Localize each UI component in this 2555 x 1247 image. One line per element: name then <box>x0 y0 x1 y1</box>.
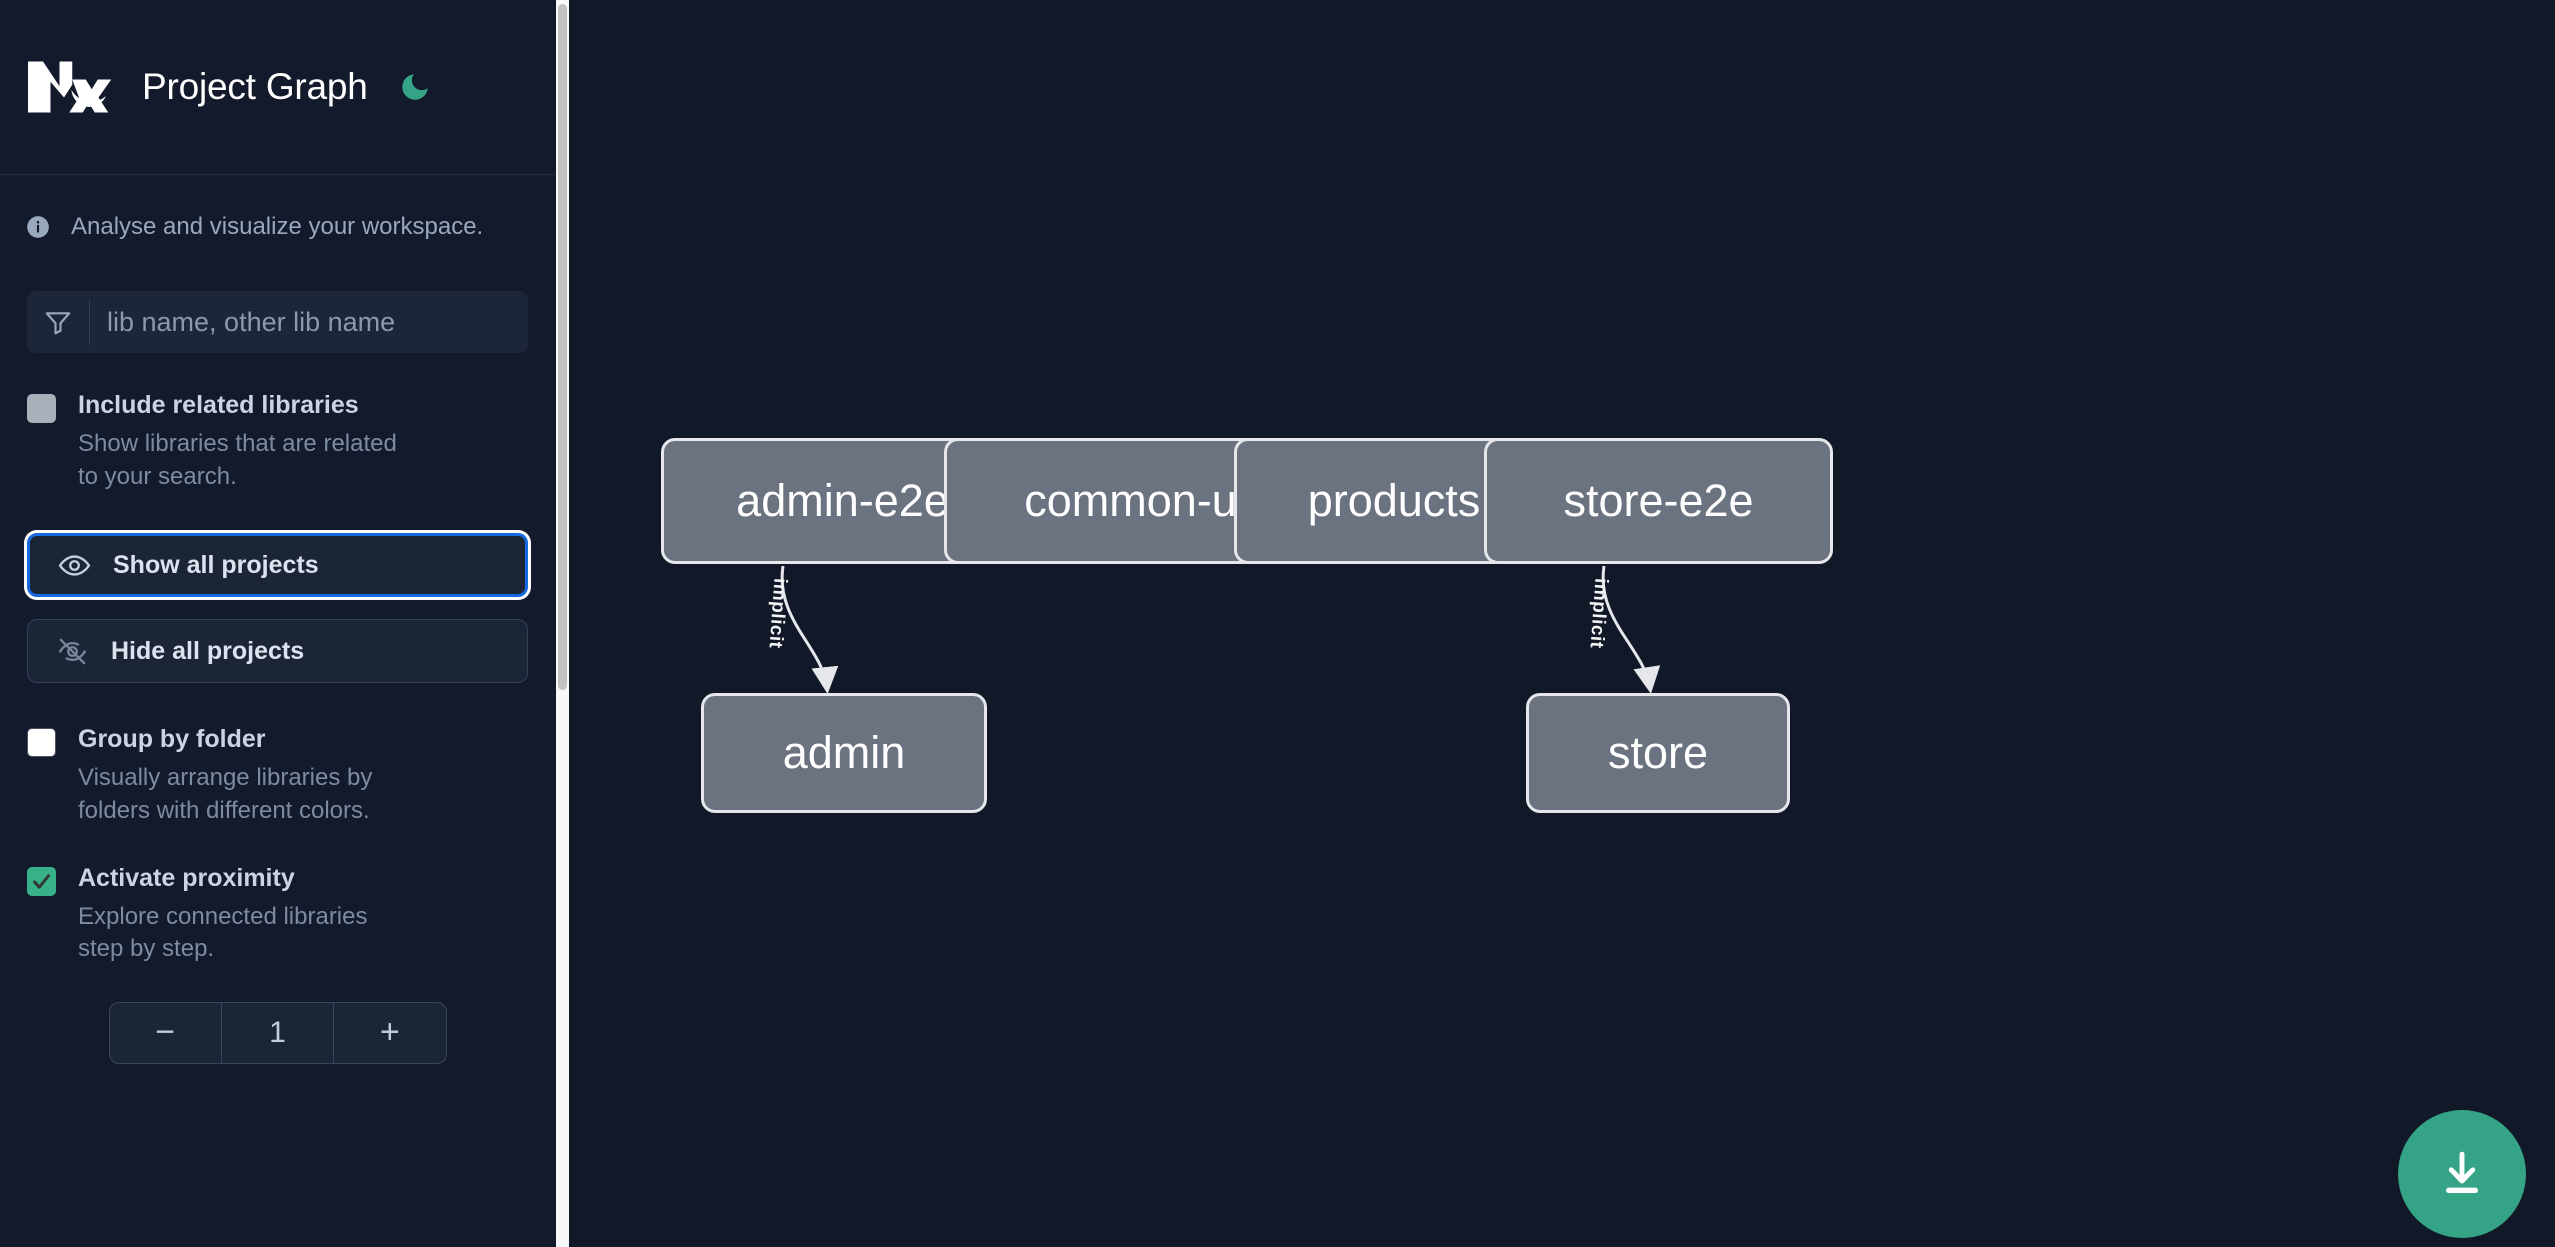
sidebar-scrollbar-thumb[interactable] <box>558 4 567 690</box>
download-graph-button[interactable] <box>2398 1110 2526 1238</box>
filter-divider <box>89 299 90 345</box>
proximity-decrement-button[interactable]: − <box>155 1013 176 1052</box>
show-all-projects-button[interactable]: Show all projects <box>27 533 528 598</box>
option-activate-proximity: Activate proximity Explore connected lib… <box>0 864 555 966</box>
graph-canvas[interactable]: admin-e2e common-ui products store-e2e a… <box>569 0 2555 1247</box>
sidebar: Project Graph Analyse and visualize your… <box>0 0 555 1247</box>
show-all-projects-label: Show all projects <box>113 550 319 579</box>
edge-store-e2e-to-store <box>1601 565 1661 694</box>
node-label: admin-e2e <box>736 475 949 526</box>
checkbox-include-related-libraries[interactable] <box>27 394 56 423</box>
graph-edges <box>780 565 1661 694</box>
option-label: Activate proximity <box>78 863 295 892</box>
node-label: products <box>1307 475 1481 526</box>
option-header[interactable]: Activate proximity <box>27 864 528 896</box>
node-label: store-e2e <box>1563 475 1754 526</box>
filter-bar[interactable] <box>27 291 528 353</box>
proximity-increment-button[interactable]: + <box>379 1013 400 1052</box>
checkbox-group-by-folder[interactable] <box>27 728 56 758</box>
option-description: Visually arrange libraries by folders wi… <box>78 764 373 824</box>
nx-logo <box>28 61 112 113</box>
proximity-stepper: − 1 + <box>108 1001 447 1064</box>
checkbox-activate-proximity[interactable] <box>27 866 56 896</box>
option-label: Group by folder <box>78 725 266 754</box>
option-group-by-folder: Group by folder Visually arrange librari… <box>0 725 555 827</box>
graph-node-admin[interactable]: admin <box>701 693 987 813</box>
check-icon <box>33 873 50 889</box>
option-include-related-libraries: Include related libraries Show libraries… <box>0 391 555 493</box>
moon-icon[interactable] <box>398 70 432 104</box>
graph-node-store[interactable]: store <box>1526 693 1790 813</box>
option-header[interactable]: Group by folder <box>27 725 528 758</box>
node-label: store <box>1607 727 1709 778</box>
download-icon <box>2446 1151 2478 1194</box>
filter-funnel-icon <box>45 312 71 335</box>
edge-admin-e2e-to-admin <box>780 565 839 694</box>
node-label: admin <box>782 727 906 778</box>
eye-icon <box>58 555 91 576</box>
hide-all-projects-button[interactable]: Hide all projects <box>27 619 528 684</box>
hide-all-projects-label: Hide all projects <box>111 636 305 665</box>
info-text: Analyse and visualize your workspace. <box>71 213 484 240</box>
node-label: common-ui <box>1024 475 1247 526</box>
info-row: Analyse and visualize your workspace. <box>0 175 555 241</box>
info-icon <box>27 216 49 238</box>
option-description: Show libraries that are related to your … <box>78 430 397 490</box>
proximity-value: 1 <box>220 1002 335 1063</box>
option-label: Include related libraries <box>78 391 359 419</box>
search-input[interactable] <box>90 291 528 353</box>
sidebar-header: Project Graph <box>0 0 555 175</box>
graph-node-store-e2e[interactable]: store-e2e <box>1484 438 1833 564</box>
option-description: Explore connected libraries step by step… <box>78 902 368 963</box>
page-title: Project Graph <box>142 66 368 107</box>
eye-off-icon <box>58 638 87 665</box>
option-header[interactable]: Include related libraries <box>27 391 528 423</box>
filter-funnel-icon-box <box>27 291 89 353</box>
